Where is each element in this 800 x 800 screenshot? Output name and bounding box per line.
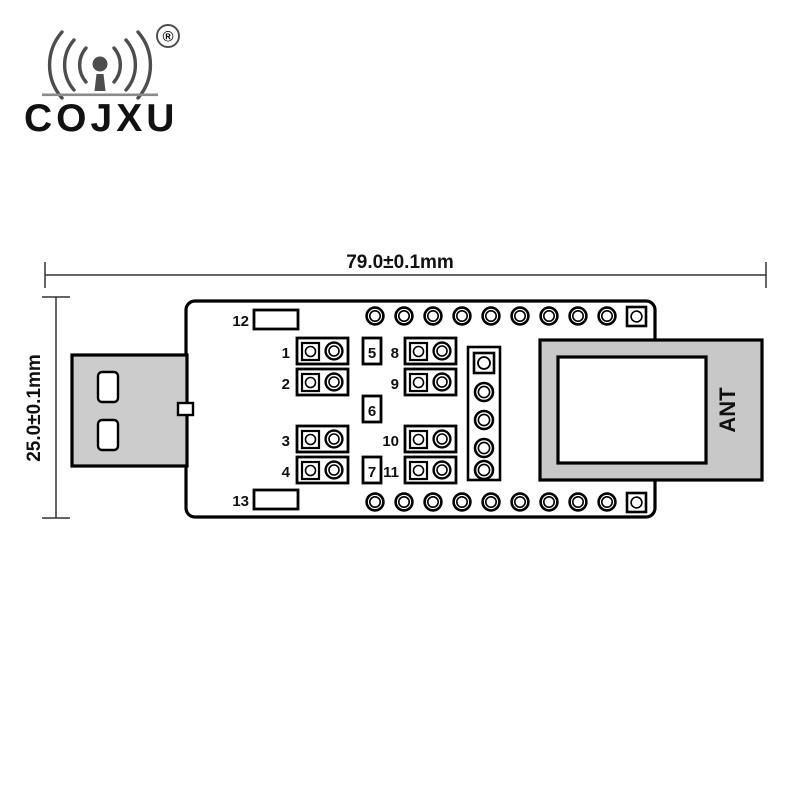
jumper-block-11 [403, 455, 458, 485]
edge-pad-hole [630, 310, 643, 323]
header-pad-hole [477, 413, 491, 427]
jumper-pad-hole [436, 464, 448, 476]
edge-pad-hole [542, 495, 555, 508]
jumper-pad-hole [328, 433, 340, 445]
jumper-pad-hole [304, 464, 317, 477]
callout-box [361, 394, 383, 424]
edge-pad-hole [571, 309, 584, 322]
callout-box [361, 455, 383, 485]
edge-pad-hole [426, 495, 439, 508]
jumper-block-3 [295, 424, 350, 454]
edge-pad-hole [571, 495, 584, 508]
jumper-pad-hole [328, 345, 340, 357]
callout-label-7: 7 [368, 464, 376, 481]
usb-contact-slot-top [96, 370, 120, 404]
jumper-pad-hole [412, 464, 425, 477]
slot-callout-12: 12 [232, 308, 300, 331]
usb-shell [70, 353, 189, 468]
header-pad-hole [477, 441, 491, 455]
jumper-block-1 [295, 336, 350, 366]
jumper-block-2 [295, 367, 350, 397]
edge-pads-top-row [365, 305, 648, 328]
callout-label-9: 9 [391, 376, 399, 393]
header-pad-hole [477, 463, 491, 477]
boxed-callout-7: 7 [361, 455, 383, 485]
jumper-pad-hole [412, 345, 425, 358]
callout-label-4: 4 [282, 464, 291, 481]
callout-label-12: 12 [232, 313, 249, 330]
edge-pad-hole [484, 309, 497, 322]
header-pad-hole [477, 356, 491, 370]
jumper-pad-hole [436, 376, 448, 388]
edge-pad-hole [455, 309, 468, 322]
edge-pad-hole [630, 496, 643, 509]
jumper-block-10 [403, 424, 458, 454]
jumper-pad-hole [412, 376, 425, 389]
jumper-pad-hole [436, 433, 448, 445]
usb-a-connector [70, 353, 195, 468]
edge-pad-hole [484, 495, 497, 508]
jumper-pad-hole [412, 433, 425, 446]
edge-pads-bottom-row [365, 491, 648, 514]
edge-pad-hole [600, 495, 613, 508]
slot-outline [252, 488, 300, 511]
edge-pad-hole [455, 495, 468, 508]
slot-callout-13: 13 [232, 488, 300, 511]
callout-label-1: 1 [282, 345, 290, 362]
jumper-pad-hole [436, 345, 448, 357]
edge-pad-hole [513, 309, 526, 322]
registered-trademark-icon: ® [156, 24, 180, 48]
callout-label-2: 2 [282, 376, 290, 393]
dimension-label-height: 25.0±0.1mm [24, 354, 45, 462]
jumper-pad-hole [304, 433, 317, 446]
boxed-callout-6: 6 [361, 394, 383, 424]
registered-mark-glyph: ® [162, 29, 173, 46]
jumper-block-8 [403, 336, 458, 366]
jumper-pad-hole [328, 464, 340, 476]
callout-label-10: 10 [382, 433, 399, 450]
dimension-annotations [42, 262, 767, 519]
callout-label-6: 6 [368, 403, 376, 420]
dimension-label-width: 79.0±0.1mm [346, 252, 454, 273]
jumper-pad-hole [328, 376, 340, 388]
callout-label-11: 11 [383, 464, 399, 481]
callout-label-13: 13 [232, 493, 249, 510]
edge-pad-hole [397, 495, 410, 508]
antenna-module: ANT [538, 338, 764, 482]
brand-wordmark: COJXU [24, 97, 178, 140]
usb-contact-slot-bottom [96, 418, 120, 452]
edge-pad-hole [368, 309, 381, 322]
jumper-pad-hole [304, 376, 317, 389]
usb-detent-notch [176, 401, 195, 417]
header-pad-hole [477, 385, 491, 399]
callout-label-3: 3 [282, 433, 290, 450]
callout-label-5: 5 [368, 345, 376, 362]
callout-box [361, 336, 383, 366]
edge-pad-hole [368, 495, 381, 508]
module-label: ANT [715, 387, 740, 433]
boxed-callout-5: 5 [361, 336, 383, 366]
wireless-signal-icon [42, 30, 158, 100]
edge-pad-hole [542, 309, 555, 322]
callout-label-8: 8 [391, 345, 399, 362]
edge-pad-hole [426, 309, 439, 322]
jumper-pad-hole [304, 345, 317, 358]
brand-logo: ® COJXU [24, 24, 180, 140]
slot-outline [252, 308, 300, 331]
module-shield-window [556, 355, 708, 465]
jumper-block-9 [403, 367, 458, 397]
jumper-block-4 [295, 455, 350, 485]
edge-pad-hole [600, 309, 613, 322]
edge-pad-hole [397, 309, 410, 322]
edge-pad-hole [513, 495, 526, 508]
pin-header-vertical [466, 345, 502, 482]
